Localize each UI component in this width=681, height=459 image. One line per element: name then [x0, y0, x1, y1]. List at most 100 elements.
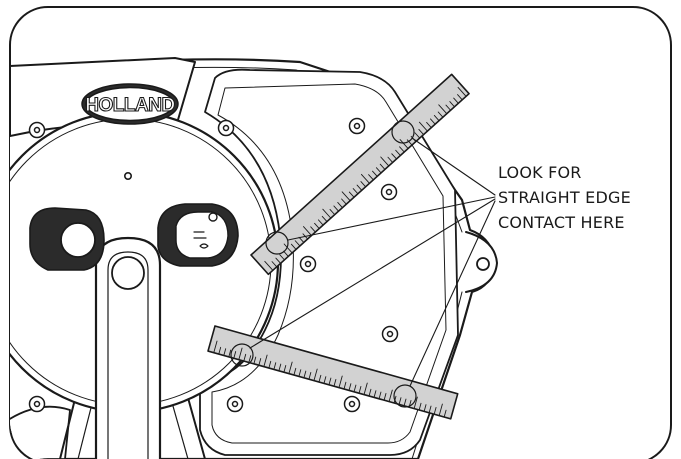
- bolt-icon: [380, 183, 398, 201]
- ruler-tick-icon: [457, 86, 467, 97]
- left-frame-arm: [10, 405, 71, 459]
- logo-text: HOLLAND: [85, 95, 174, 116]
- contact-circle: [265, 231, 289, 255]
- ruler-tick-icon: [333, 205, 340, 212]
- ruler-tick-icon: [348, 191, 355, 198]
- ruler-tick-icon: [293, 367, 297, 376]
- ruler-tick-icon: [321, 215, 328, 223]
- bolts: [28, 117, 399, 413]
- ruler-tick-icon: [317, 219, 324, 226]
- straight-edge-upper: [250, 73, 470, 276]
- ruler-tick-icon: [264, 260, 274, 271]
- contact-circle: [391, 120, 415, 144]
- ruler-tick-icon: [358, 386, 362, 394]
- ruler-tick-icon: [243, 353, 247, 362]
- ruler-tick-icon: [418, 128, 425, 136]
- ruler-tick-icon: [248, 355, 252, 363]
- ruler-tick-icon: [433, 406, 437, 415]
- ruler-tick-icon: [298, 236, 305, 243]
- callout-line-3: CONTACT HERE: [498, 213, 625, 232]
- ruler-tick-icon: [380, 156, 390, 167]
- ruler-tick-icon: [399, 146, 405, 153]
- bolt-icon: [299, 255, 317, 273]
- bolt-icon: [381, 325, 399, 343]
- ruler-tick-icon: [238, 347, 243, 361]
- ruler-tick-icon: [375, 167, 382, 174]
- indicator-pin-icon: [208, 212, 218, 222]
- ruler-tick-icon: [360, 173, 370, 184]
- ruler-tick-icon: [438, 104, 448, 115]
- ruler-tick-icon: [418, 121, 428, 132]
- ruler-tick-icon: [428, 405, 432, 414]
- ruler-tick-icon: [457, 94, 463, 101]
- ruler-tick-icon: [398, 397, 402, 405]
- ruler-tick-icon: [406, 139, 413, 146]
- ruler-tick-icon: [283, 365, 287, 373]
- ruler-tick-icon: [258, 358, 262, 366]
- logo-badge: [81, 83, 179, 125]
- callout-label: LOOK FOR STRAIGHT EDGE CONTACT HERE: [498, 160, 673, 235]
- ruler-tick-icon: [273, 362, 277, 370]
- ruler-tick-icon: [353, 384, 357, 393]
- ruler-tick-icon: [418, 402, 422, 411]
- ruler-tick-icon: [313, 368, 318, 382]
- ruler-tick-icon: [387, 156, 394, 163]
- ruler-tick-icon: [338, 375, 343, 389]
- ruler-tick-icon: [218, 346, 222, 355]
- ruler-tick-icon: [328, 377, 332, 386]
- ruler-tick-icon: [363, 382, 368, 396]
- ruler-tick-icon: [352, 188, 359, 195]
- contact-points: [230, 120, 417, 408]
- ruler-tick-icon: [333, 379, 337, 387]
- ruler-tick-icon: [413, 396, 418, 410]
- ruler-tick-icon: [368, 388, 372, 397]
- kingpin-throat-inner: [107, 251, 149, 459]
- mounting-hole: [476, 257, 490, 271]
- ruler-tick-icon: [341, 198, 347, 205]
- bolt-icon: [226, 395, 244, 413]
- ruler-tick-icon: [271, 261, 278, 268]
- callout-line-2: STRAIGHT EDGE: [498, 188, 631, 207]
- ruler-tick-icon: [449, 101, 455, 108]
- ruler-tick-icon: [275, 257, 282, 264]
- ruler-tick-icon: [294, 240, 301, 247]
- bolt-icon: [343, 395, 361, 413]
- ruler-tick-icon: [308, 372, 312, 380]
- ruler-tick-icon: [360, 181, 367, 188]
- ruler-tick-icon: [399, 139, 409, 149]
- ruler-tick-icon: [356, 184, 363, 191]
- indicator-plate: [175, 211, 229, 259]
- ruler-tick-icon: [323, 376, 327, 384]
- ruler-tick-icon: [283, 243, 293, 254]
- indicator-marks: [193, 231, 209, 249]
- ruler-tick-icon: [288, 361, 293, 375]
- ruler-tick-icon: [388, 389, 393, 403]
- leader-lines: [249, 137, 496, 387]
- straight-edge-lower: [207, 325, 459, 420]
- bolt-icon: [28, 121, 46, 139]
- kingpin: [111, 256, 145, 290]
- ruler-tick-icon: [437, 111, 444, 118]
- ruler-tick-icon: [290, 243, 297, 250]
- ruler-tick-icon: [263, 354, 268, 368]
- ruler-tick-icon: [445, 104, 452, 111]
- ruler-tick-icon: [233, 351, 237, 359]
- ruler-ticks-upper: [264, 86, 467, 271]
- ruler-tick-icon: [383, 393, 387, 401]
- bolt-icon: [217, 119, 235, 137]
- ruler-tick-icon: [268, 360, 272, 369]
- ruler-tick-icon: [426, 121, 432, 129]
- contact-circle: [230, 343, 254, 367]
- ruler-tick-icon: [438, 403, 443, 417]
- ruler-tick-icon: [433, 115, 440, 122]
- ruler-tick-icon: [414, 132, 421, 139]
- ruler-tick-icon: [423, 404, 427, 412]
- ruler-tick-icon: [283, 250, 289, 257]
- ruler-tick-icon: [329, 208, 336, 216]
- left-lock-boss: [60, 222, 96, 258]
- ruler-tick-icon: [279, 254, 285, 261]
- bolt-icon: [348, 117, 366, 135]
- ruler-tick-icon: [253, 356, 257, 365]
- ruler-tick-icon: [430, 118, 436, 125]
